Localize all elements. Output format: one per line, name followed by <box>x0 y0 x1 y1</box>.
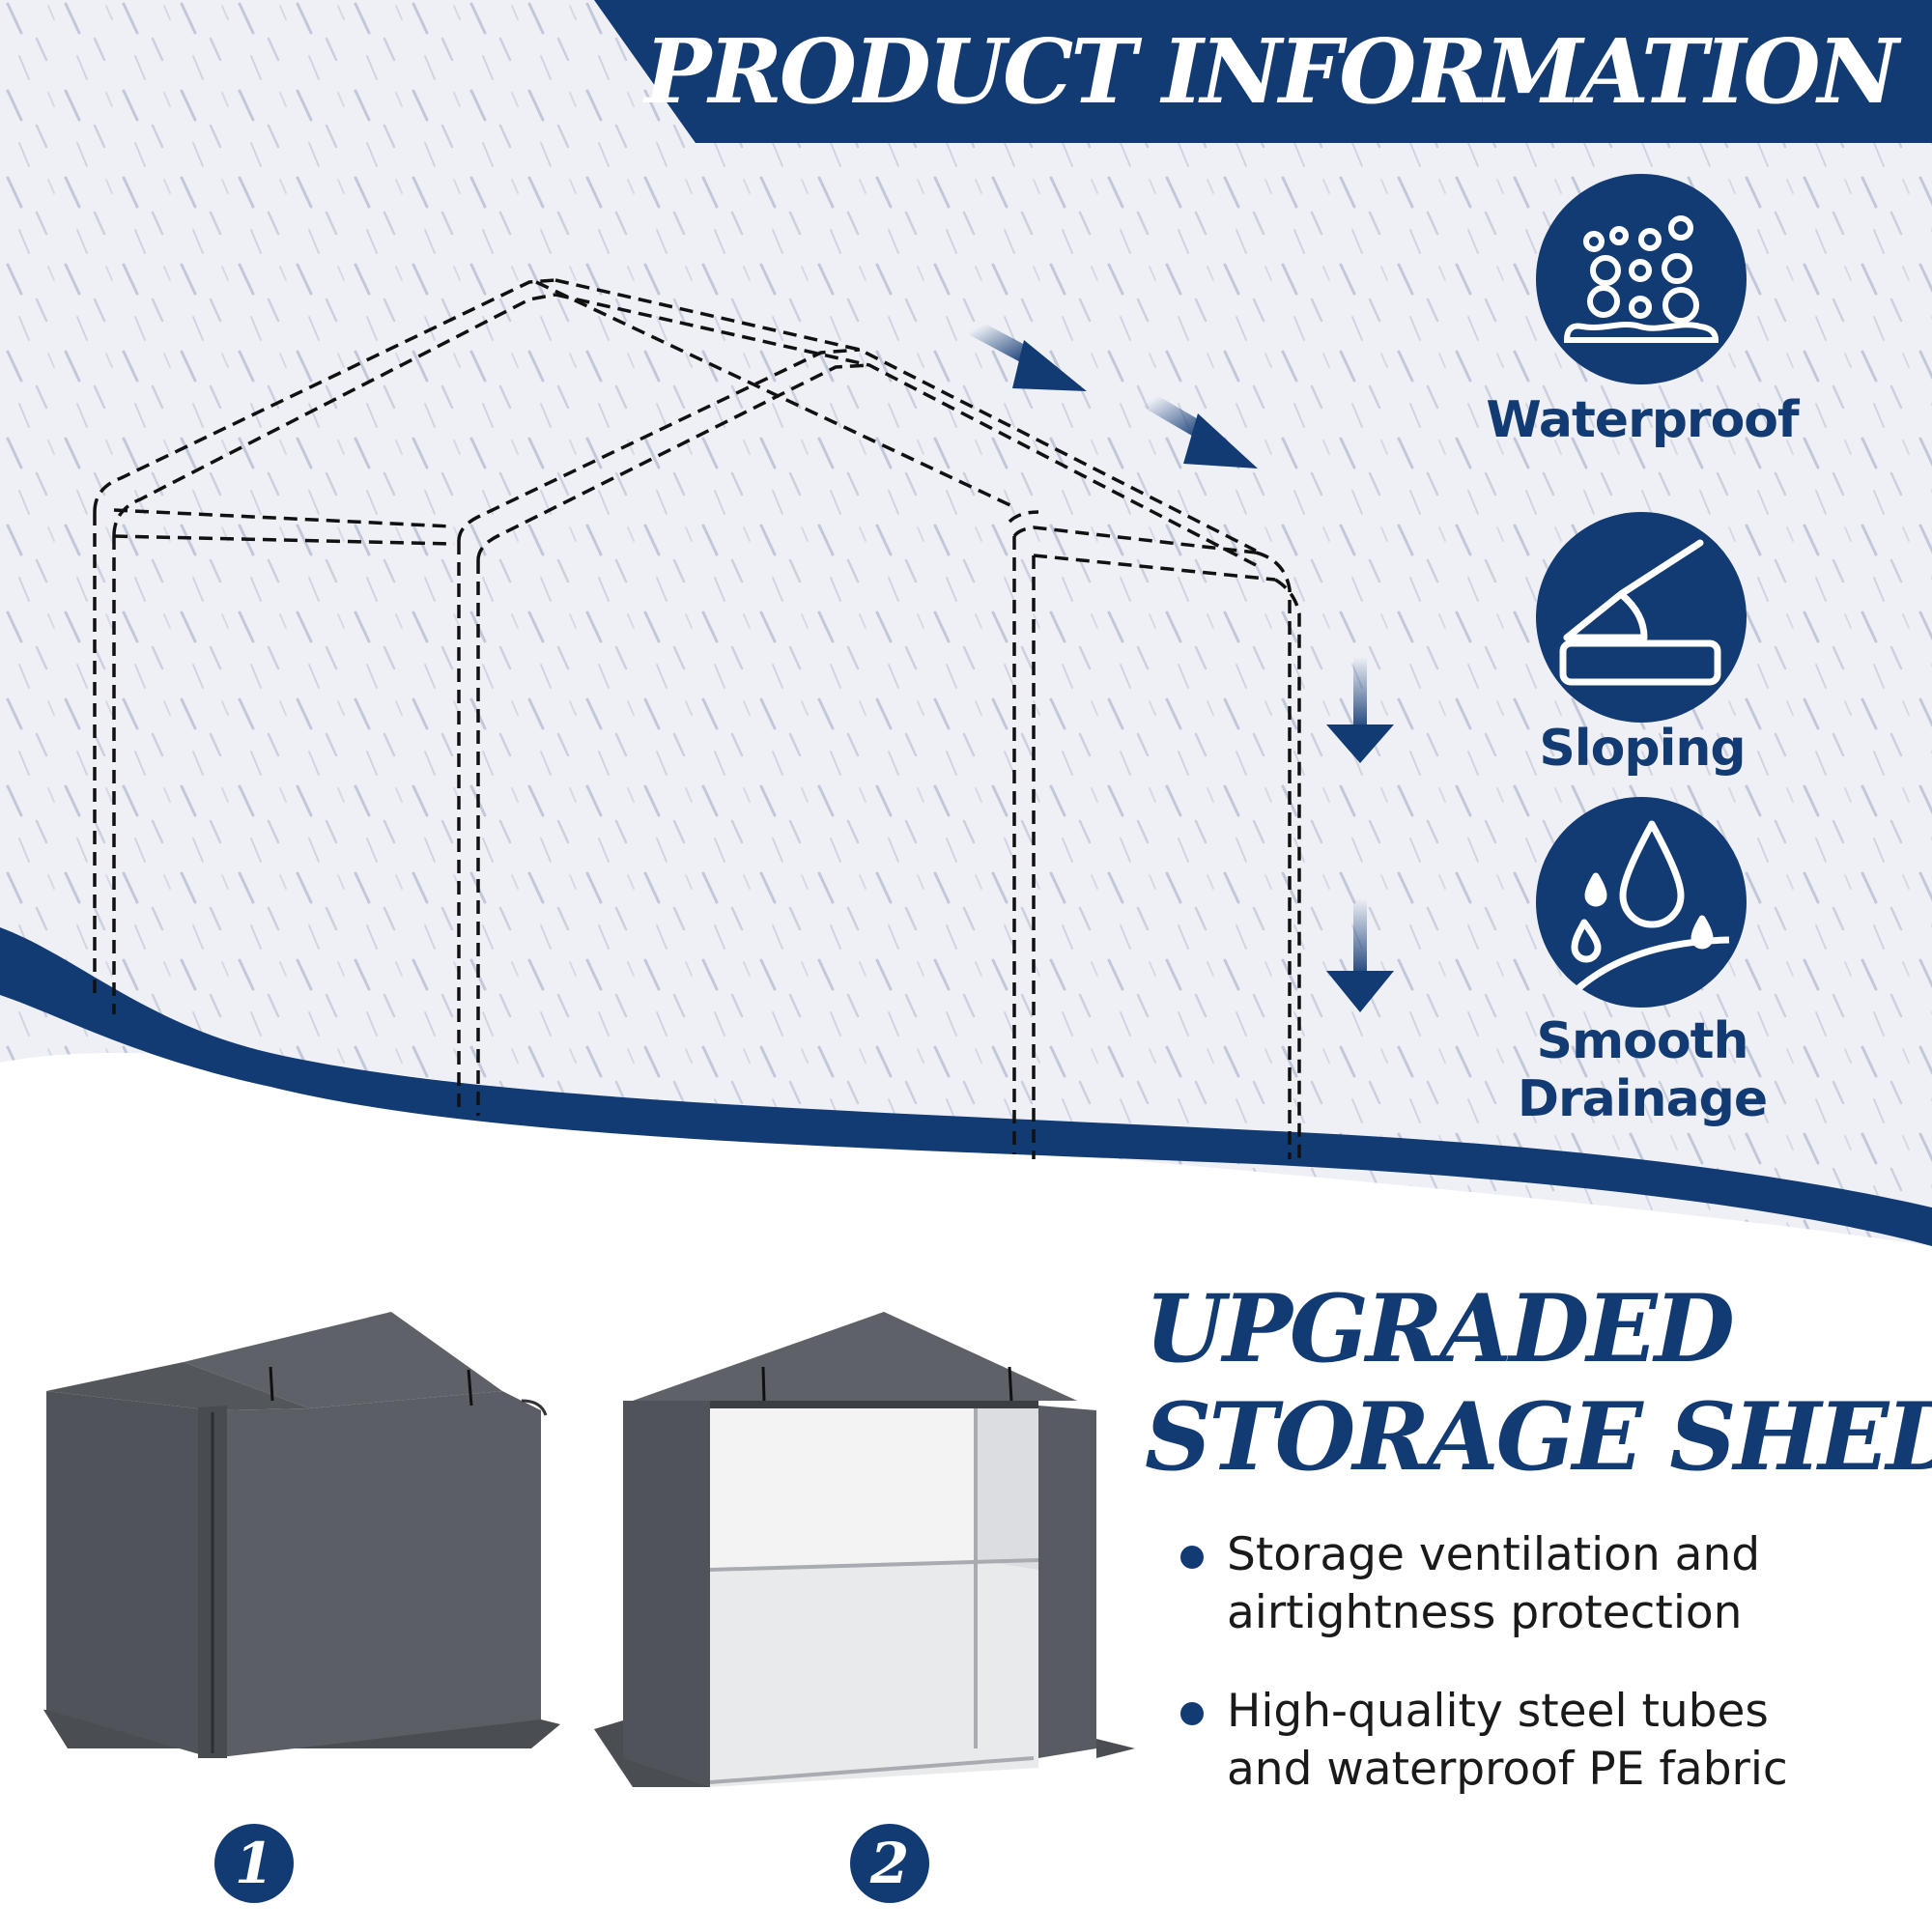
heading-line-2: STORAGE SHED <box>1145 1382 1932 1492</box>
bullet-dot <box>1180 1702 1204 1725</box>
bullet-1-line-2: airtightness protection <box>1227 1586 1743 1639</box>
drainage-arrows <box>967 320 1394 1012</box>
feature-label-sloping: Sloping <box>1539 720 1746 778</box>
product-number-2: 2 <box>850 1824 929 1903</box>
section-heading: UPGRADED STORAGE SHED <box>1145 1274 1932 1492</box>
heading-line-1: UPGRADED <box>1145 1274 1735 1383</box>
drainage-badge <box>1536 797 1747 1008</box>
bullet-2-line-1: High-quality steel tubes <box>1227 1685 1769 1738</box>
arrow-icon <box>1326 657 1394 763</box>
bullet-item-2: High-quality steel tubes and waterproof … <box>1227 1683 1903 1799</box>
waterproof-badge <box>1536 174 1747 384</box>
bullet-dot <box>1180 1546 1204 1569</box>
frame-outline <box>93 278 1301 1159</box>
drainage-line-2: Drainage <box>1517 1070 1768 1128</box>
product-number-1: 1 <box>214 1824 294 1903</box>
shed-open-image <box>594 1312 1135 1787</box>
feature-label-waterproof: Waterproof <box>1486 391 1799 449</box>
arrow-icon <box>967 320 1087 391</box>
bullet-item-1: Storage ventilation and airtightness pro… <box>1227 1526 1903 1642</box>
drainage-line-1: Smooth <box>1536 1012 1749 1070</box>
arrow-icon <box>1326 898 1394 1012</box>
arrow-icon <box>1141 392 1258 469</box>
bubbles-icon <box>1563 215 1719 343</box>
slope-icon <box>1559 539 1721 686</box>
title-banner <box>594 0 1932 143</box>
bullet-2-line-2: and waterproof PE fabric <box>1227 1743 1788 1796</box>
bullet-1-line-1: Storage ventilation and <box>1227 1528 1761 1581</box>
sloping-badge <box>1536 512 1747 723</box>
banner-title: PRODUCT INFORMATION <box>644 19 1898 124</box>
water-drops-icon <box>1571 820 1730 991</box>
shed-closed-image <box>43 1312 560 1758</box>
feature-label-drainage: Smooth Drainage <box>1420 1012 1864 1128</box>
